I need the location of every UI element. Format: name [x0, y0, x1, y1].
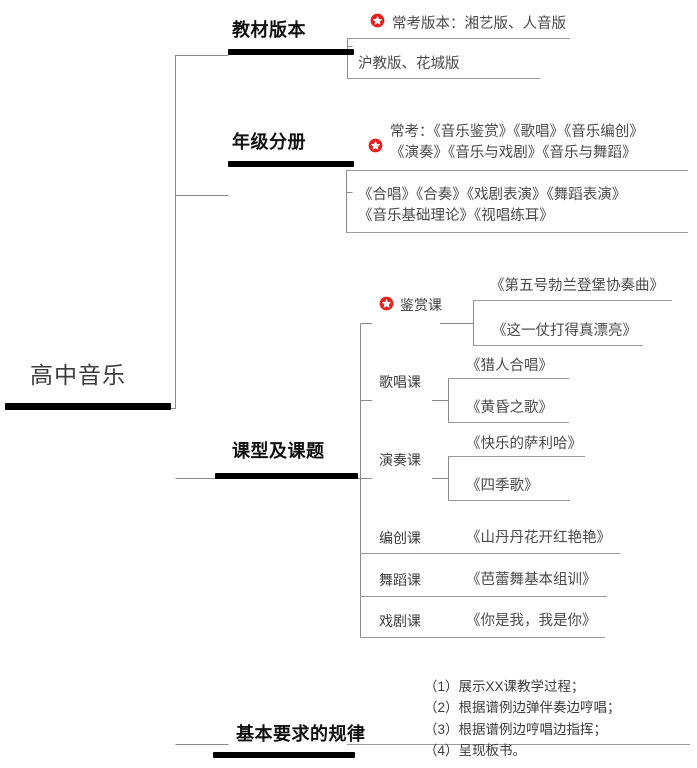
lesson-kind-composition[interactable]: 编创课 [379, 530, 421, 546]
lesson-topic-singing-0[interactable]: 《猎人合唱》 [466, 358, 553, 374]
lesson-topic-performance-0[interactable]: 《快乐的萨利哈》 [466, 436, 582, 452]
branch-bar-textbook-edition [228, 49, 354, 55]
lesson-kind-drama[interactable]: 戏剧课 [379, 613, 421, 629]
root-node-bar [5, 403, 171, 410]
leaf-textbook-edition-0[interactable]: 常考版本：湘艺版、人音版 [392, 16, 566, 32]
lesson-topic-appreciation-1[interactable]: 《这一仗打得真漂亮》 [492, 323, 637, 339]
branch-label-textbook-edition[interactable]: 教材版本 [232, 20, 306, 40]
leaf-grade-volumes-0[interactable]: 常考：《音乐鉴赏》《歌唱》《音乐编创》 《演奏》《音乐与戏剧》《音乐与舞蹈》 [390, 124, 644, 162]
leaf-grade-volumes-1[interactable]: 《合唱》《合奏》《戏剧表演》《舞蹈表演》 《音乐基础理论》《视唱练耳》 [358, 187, 627, 225]
lesson-topic-singing-1[interactable]: 《黄昏之歌》 [466, 400, 553, 416]
branch-bar-basic-requirements [213, 752, 355, 758]
lesson-topic-performance-1[interactable]: 《四季歌》 [466, 478, 539, 494]
lesson-kind-appreciation[interactable]: 鉴赏课 [400, 297, 442, 313]
leaf-textbook-edition-1[interactable]: 沪教版、花城版 [358, 56, 460, 72]
leaf-basic-requirements-0[interactable]: （1）展示XX课教学过程； （2）根据谱例边弹伴奏边哼唱； （3）根据谱例边哼唱… [424, 679, 621, 758]
lesson-topic-dance-0[interactable]: 《芭蕾舞基本组训》 [466, 572, 597, 588]
branch-bar-grade-volumes [228, 161, 354, 167]
lesson-topic-drama-0[interactable]: 《你是我，我是你》 [466, 613, 597, 629]
branch-bar-lesson-types [215, 473, 358, 479]
root-node-label[interactable]: 高中音乐 [30, 362, 126, 388]
star-badge-icon [368, 138, 383, 153]
branch-label-lesson-types[interactable]: 课型及课题 [232, 441, 325, 461]
branch-label-basic-requirements[interactable]: 基本要求的规律 [236, 724, 366, 744]
star-badge-icon [379, 296, 394, 311]
lesson-kind-dance[interactable]: 舞蹈课 [379, 572, 421, 588]
lesson-topic-composition-0[interactable]: 《山丹丹花开红艳艳》 [466, 530, 611, 546]
lesson-kind-performance[interactable]: 演奏课 [379, 452, 421, 468]
star-badge-icon [370, 13, 385, 28]
branch-label-grade-volumes[interactable]: 年级分册 [232, 132, 306, 152]
lesson-topic-appreciation-0[interactable]: 《第五号勃兰登堡协奏曲》 [490, 278, 664, 294]
lesson-kind-singing[interactable]: 歌唱课 [379, 374, 421, 390]
